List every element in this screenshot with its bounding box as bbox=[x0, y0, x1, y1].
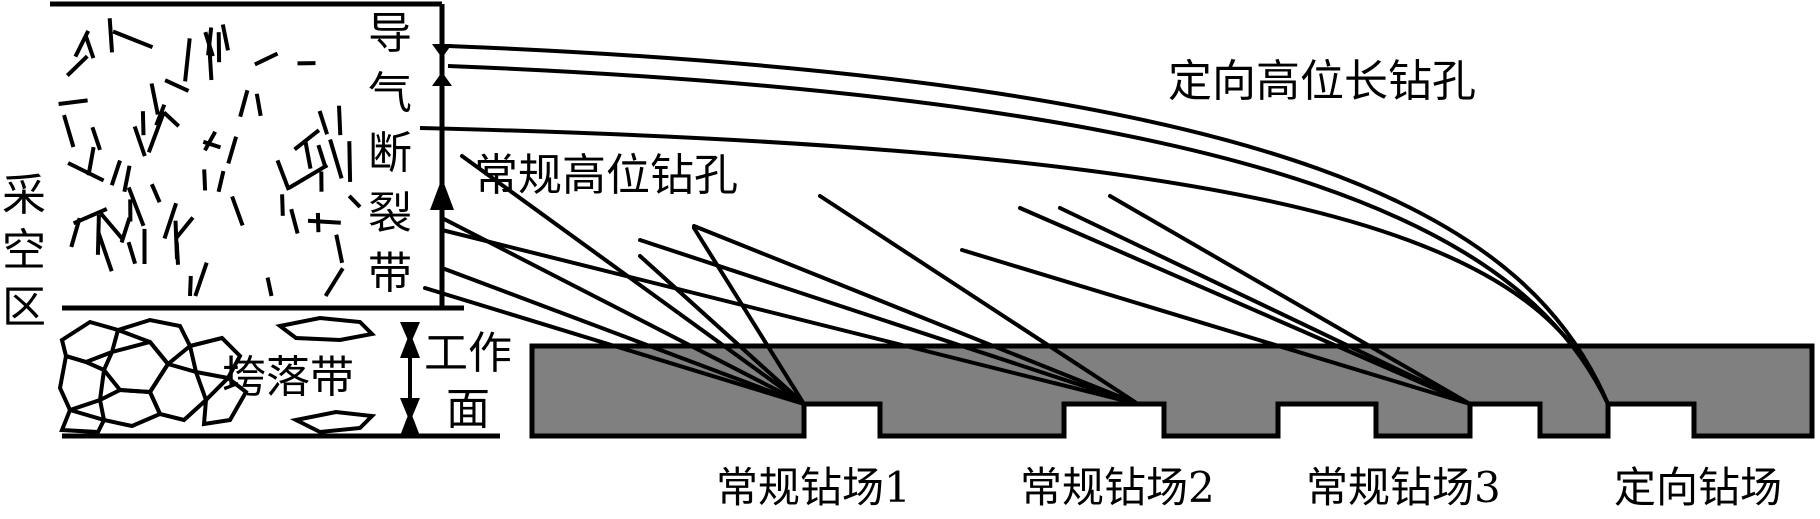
gob-area-label-3: 区 bbox=[2, 282, 46, 333]
working-face-label-2: 面 bbox=[446, 384, 490, 435]
drilling-site-label-4: 定向钻场 bbox=[1614, 463, 1782, 512]
crack-stroke bbox=[162, 111, 181, 128]
conventional-high-boreholes bbox=[423, 154, 1472, 406]
crack-stroke bbox=[226, 136, 239, 164]
crack-stroke bbox=[307, 218, 341, 225]
crack-stroke bbox=[149, 83, 160, 115]
crack-stroke bbox=[280, 194, 285, 216]
crack-stroke bbox=[254, 51, 279, 67]
fracture-zone-label-4: 裂 bbox=[368, 188, 412, 239]
crack-stroke bbox=[149, 183, 162, 203]
crack-stroke bbox=[275, 159, 291, 191]
fracture-cracks bbox=[58, 18, 362, 298]
crack-stroke bbox=[293, 128, 321, 151]
caving-zone-block bbox=[57, 315, 500, 439]
crack-stroke bbox=[188, 275, 193, 297]
crack-stroke bbox=[107, 18, 114, 53]
crack-stroke bbox=[99, 212, 124, 241]
crack-stroke bbox=[126, 241, 138, 265]
crack-stroke bbox=[289, 208, 300, 235]
crack-stroke bbox=[337, 105, 343, 136]
crack-stroke bbox=[347, 194, 362, 209]
crack-stroke bbox=[288, 163, 329, 190]
crack-stroke bbox=[65, 54, 89, 78]
arrow-head-up-2 bbox=[430, 178, 454, 210]
crack-stroke bbox=[316, 144, 328, 169]
arrow-head-down bbox=[432, 44, 452, 58]
rubble-rocks bbox=[57, 315, 377, 435]
crack-stroke bbox=[220, 24, 230, 51]
crack-stroke bbox=[254, 93, 263, 117]
crack-stroke bbox=[183, 38, 192, 82]
drilling-site-label-1: 常规钻场1 bbox=[716, 463, 911, 512]
crack-stroke bbox=[90, 126, 102, 151]
fracture-zone-label-5: 带 bbox=[368, 248, 412, 299]
zone-height-arrows bbox=[400, 44, 454, 436]
crack-stroke bbox=[174, 216, 195, 240]
crack-stroke bbox=[58, 98, 88, 106]
crack-stroke bbox=[95, 214, 101, 255]
crack-stroke bbox=[303, 139, 313, 169]
crack-stroke bbox=[154, 103, 167, 127]
crack-stroke bbox=[206, 27, 214, 56]
gob-area-label-2: 空 bbox=[2, 225, 46, 276]
crack-stroke bbox=[122, 165, 132, 193]
crack-stroke bbox=[238, 89, 250, 118]
caving-zone-label: 垮落带 bbox=[222, 352, 354, 403]
conventional-high-boreholes-label: 常规高位钻孔 bbox=[474, 150, 738, 201]
drilling-site-label-2: 常规钻场2 bbox=[1020, 463, 1215, 512]
drilling-site-label-3: 常规钻场3 bbox=[1306, 463, 1501, 512]
crack-stroke bbox=[323, 267, 345, 298]
crack-stroke bbox=[230, 195, 245, 227]
crack-stroke bbox=[334, 234, 345, 264]
crack-stroke bbox=[164, 78, 190, 93]
fracture-zone-label-2: 气 bbox=[368, 68, 412, 119]
crack-stroke bbox=[126, 186, 146, 227]
crack-stroke bbox=[96, 231, 114, 272]
crack-stroke bbox=[203, 130, 217, 152]
crack-stroke bbox=[112, 29, 154, 50]
crack-stroke bbox=[193, 262, 209, 297]
crack-stroke bbox=[202, 169, 208, 191]
crack-stroke bbox=[140, 111, 146, 136]
fracture-zone-label-3: 断 bbox=[368, 128, 412, 179]
crack-stroke bbox=[146, 110, 166, 153]
crack-stroke bbox=[216, 170, 226, 193]
gob-area-label-1: 采 bbox=[2, 170, 46, 221]
crack-stroke bbox=[328, 138, 344, 179]
crack-stroke bbox=[202, 139, 222, 150]
fracture-zone-block bbox=[50, 1, 464, 311]
directional-long-boreholes-label: 定向高位长钻孔 bbox=[1168, 56, 1476, 107]
crack-stroke bbox=[109, 159, 122, 186]
crack-stroke bbox=[265, 277, 274, 297]
crack-stroke bbox=[132, 125, 147, 157]
crack-stroke bbox=[162, 202, 179, 240]
crack-stroke bbox=[347, 141, 353, 182]
crack-stroke bbox=[69, 217, 82, 248]
directional-long-boreholes bbox=[419, 44, 1610, 405]
roadway bbox=[529, 343, 1815, 439]
crack-stroke bbox=[174, 242, 180, 265]
fracture-zone-label-1: 导 bbox=[368, 8, 412, 59]
crack-stroke bbox=[67, 161, 105, 183]
crack-stroke bbox=[62, 114, 76, 148]
crack-stroke bbox=[84, 35, 96, 59]
crack-stroke bbox=[317, 110, 330, 135]
crack-stroke bbox=[73, 30, 90, 58]
crack-stroke bbox=[119, 217, 132, 244]
working-face-label-1: 工作 bbox=[424, 328, 512, 379]
arrow-head-up bbox=[432, 72, 452, 86]
crack-stroke bbox=[86, 146, 96, 176]
